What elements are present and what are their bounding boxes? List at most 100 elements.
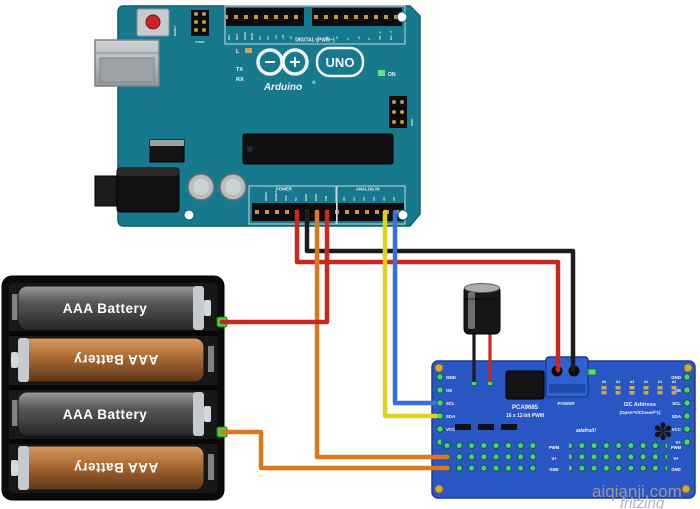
pin-label: SDA	[235, 33, 239, 40]
watermark-site: aiqianji.com	[592, 482, 682, 501]
atmega-chip[interactable]	[242, 133, 394, 165]
servo-pin-grid-right[interactable]	[569, 440, 667, 474]
pin-label: ~11	[274, 35, 278, 40]
analog-section-outline	[336, 185, 406, 225]
pin-label: VCC	[446, 427, 456, 432]
pin-label: 3V3	[284, 195, 288, 201]
wire-5v-to-terminal-red[interactable]	[294, 209, 561, 373]
wire-gnd-orange[interactable]	[314, 209, 450, 460]
jumper-label: A2	[644, 380, 649, 384]
analog-header[interactable]	[338, 203, 404, 221]
pin-label: 4	[346, 38, 350, 40]
arduino-capacitor-2-top	[225, 179, 241, 195]
pin-label: ~3	[357, 36, 361, 40]
wire-gnd-to-terminal-black[interactable]	[304, 209, 576, 373]
adafruit-brand-label: adafruit!	[576, 428, 596, 434]
pin-label: AREF	[243, 31, 247, 40]
registered-mark: ®	[312, 79, 316, 85]
battery-spring-contact	[208, 454, 214, 480]
battery-cell-4[interactable]: AAA Battery	[11, 445, 214, 491]
battery-spring-contact	[12, 400, 18, 426]
pin-label: ~5	[335, 36, 339, 40]
address-jumpers[interactable]: A5 A4 A3 A2 A1 A0	[601, 380, 677, 395]
row-label: PWM	[671, 445, 682, 450]
battery-label: AAA Battery	[63, 407, 148, 422]
mounting-hole	[434, 363, 444, 373]
pin-label: A0	[342, 197, 346, 201]
mounting-hole	[683, 363, 693, 373]
mounting-hole	[183, 209, 195, 221]
mounting-hole	[396, 11, 408, 23]
right-pin-labels: GND OE SCL SDA VCC V+	[671, 375, 682, 445]
battery-holder[interactable]: AAA Battery AAA Battery AAA Battery AAA …	[1, 275, 228, 501]
digital-header-left[interactable]	[226, 8, 304, 26]
passive-components	[455, 424, 517, 430]
usb-connector[interactable]	[94, 39, 160, 87]
jumper-pads	[601, 386, 677, 395]
pin-label: A3	[372, 197, 376, 201]
pin-label: 7	[314, 38, 318, 40]
icsp-label: ICSP	[410, 119, 414, 126]
battery-positive-cap	[18, 446, 29, 490]
pin-label: 12	[266, 36, 270, 40]
jumper-label: A4	[616, 380, 621, 384]
pin-label: ~9	[289, 36, 293, 40]
pin-label: GND	[314, 193, 318, 201]
battery-cell-2[interactable]: AAA Battery	[11, 337, 214, 383]
row-label: GND	[549, 467, 558, 472]
pin-label: 2	[367, 38, 371, 40]
digital-header-right[interactable]	[312, 8, 402, 26]
icsp2-label: ICSP2	[196, 40, 205, 44]
battery-positive-nub	[204, 300, 211, 316]
arduino-pcb[interactable]	[117, 5, 421, 227]
pca9685-chip[interactable]	[505, 370, 545, 400]
wire-battery-orange[interactable]	[219, 429, 450, 471]
power-terminal-block[interactable]	[545, 356, 589, 398]
pca9685-board[interactable]: GND OE SCL SDA VCC V+ GND OE SCL SDA VCC…	[431, 356, 696, 499]
pin-label: A2	[362, 197, 366, 201]
battery-cell-3[interactable]: AAA Battery	[12, 391, 211, 437]
analog-pin-labels: A0 A1 A2 A3 A4 A5	[342, 197, 396, 201]
battery-positive-nub	[204, 406, 211, 422]
icsp2-header[interactable]	[191, 10, 209, 36]
battery-cell-1[interactable]: AAA Battery	[12, 285, 211, 331]
electrolytic-capacitor[interactable]	[463, 283, 501, 383]
pin-label: RX←0	[389, 31, 393, 40]
power-header[interactable]	[252, 203, 336, 221]
pin-label: ~10	[281, 34, 285, 40]
pin-label: SCL	[672, 401, 681, 406]
jumper-label: A1	[658, 380, 663, 384]
arduino-logo-icon	[256, 48, 309, 76]
adafruit-logo-icon: ✽	[653, 419, 673, 446]
icsp-header[interactable]	[389, 96, 407, 128]
wire-a4-to-sda-yellow[interactable]	[382, 209, 439, 419]
wires-layer	[219, 209, 576, 471]
digital-pin-labels: SCL SDA AREF GND 13 12 ~11 ~10 ~9 8 7 ~6…	[227, 31, 393, 40]
arduino-uno-board[interactable]: RESET ICSP2 SCL SDA AREF GND 13 12 ~11 ~…	[94, 5, 421, 227]
i2c-address-label: I2C Address	[624, 402, 656, 408]
row-label: V+	[551, 456, 557, 461]
right-breakout-pins[interactable]	[683, 373, 691, 446]
battery-spring-contact	[208, 346, 214, 372]
digital-section-outline	[224, 5, 406, 45]
wire-a5-to-scl-blue[interactable]	[392, 209, 439, 406]
chip-name-label: PCA9685	[512, 405, 539, 411]
pin-label: 8	[297, 38, 301, 40]
pin-label: ~6	[325, 36, 329, 40]
power-pin-labels: IOREF RESET 3V3 5V GND GND VIN	[264, 191, 328, 201]
row-label: PWM	[549, 445, 560, 450]
power-jack[interactable]	[94, 167, 180, 213]
battery-positive-cap	[18, 338, 29, 382]
battery-label: AAA Battery	[74, 352, 159, 367]
reset-button[interactable]	[136, 8, 170, 37]
watermarks: aiqianji.com fritzing	[592, 482, 682, 509]
servo-pin-grid-left[interactable]	[441, 440, 539, 474]
pin-label: A4	[382, 197, 386, 201]
pin-label: GND	[671, 375, 681, 380]
wire-vin-to-battery-red[interactable]	[219, 209, 330, 325]
led-l-label: L	[236, 49, 240, 55]
pin-label: GND	[250, 32, 254, 40]
pin-label: 5V	[294, 196, 298, 201]
slot-divider	[9, 439, 217, 444]
